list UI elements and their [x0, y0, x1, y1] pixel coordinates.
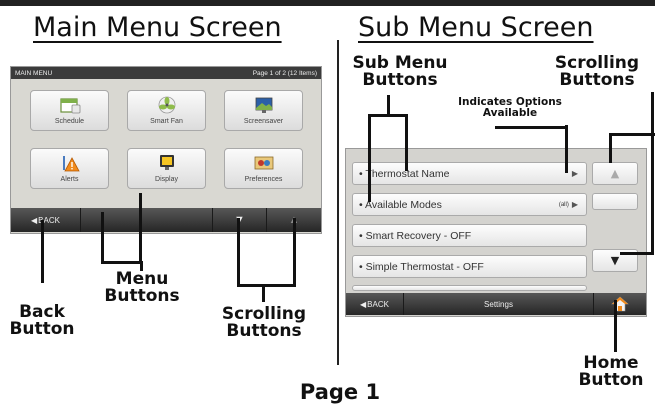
scroll-callout-line-right	[293, 218, 296, 286]
screensaver-button[interactable]: Screensaver	[224, 90, 303, 131]
scrolling-buttons-callout-main: Scrolling Buttons	[221, 304, 307, 341]
schedule-label: Schedule	[54, 118, 85, 125]
bar-spacer	[81, 208, 213, 232]
back-callout-line	[41, 220, 44, 283]
sub-back-button[interactable]: ◀ BACK	[346, 293, 404, 315]
display-icon	[159, 155, 174, 170]
sub-btn-callout-line-right	[405, 114, 408, 171]
main-screen-title: MAIN MENU	[15, 69, 53, 77]
display-label: Display	[155, 176, 178, 183]
menu-callout-stem	[140, 261, 143, 271]
page-number: Page 1	[299, 380, 381, 404]
sub-menu-heading: Sub Menu Screen	[358, 12, 594, 43]
sub-scroll-callout-left-top	[609, 133, 612, 163]
back-button-callout: Back Button	[9, 302, 75, 339]
main-menu-screen: MAIN MENU Page 1 of 2 (12 Items) Schedul…	[10, 66, 322, 234]
sub-scroll-up-button[interactable]: ▲	[592, 162, 638, 185]
menu-callout-line-left	[101, 212, 104, 263]
indicates-options-callout: Indicates Options Available	[458, 96, 562, 119]
top-rule	[0, 0, 655, 6]
alerts-label: Alerts	[60, 176, 79, 183]
sub-item-simple-thermostat[interactable]: • Simple Thermostat - OFF	[352, 255, 587, 278]
scroll-callout-stem	[262, 284, 265, 302]
options-callout-hline	[495, 126, 567, 129]
sub-item-thermostat-name[interactable]: • Thermostat Name ▶	[352, 162, 587, 185]
down-triangle-icon: ▼	[610, 254, 620, 267]
column-divider	[337, 40, 339, 365]
display-button[interactable]: Display	[127, 148, 206, 189]
right-arrow-icon: ▶	[571, 169, 578, 178]
menu-callout-bracket	[101, 261, 142, 264]
sub-btn-callout-line-left	[368, 114, 371, 202]
up-triangle-icon: ▲	[610, 167, 620, 180]
sub-scroll-callout-bottom	[620, 252, 654, 255]
preferences-button[interactable]: Preferences	[224, 148, 303, 189]
sub-bottom-bar: ◀ BACK Settings	[346, 293, 646, 315]
sub-item-label: • Thermostat Name	[359, 167, 450, 180]
options-badge: (all)	[558, 201, 569, 208]
back-label: BACK	[38, 215, 60, 225]
back-arrow-icon: ◀	[31, 215, 38, 225]
preferences-icon	[254, 156, 273, 170]
sub-item-smart-recovery[interactable]: • Smart Recovery - OFF	[352, 224, 587, 247]
sub-btn-callout-stem	[387, 95, 390, 115]
sub-item-label: • Smart Recovery - OFF	[359, 229, 472, 242]
scroll-callout-line-left	[237, 218, 240, 286]
page-indicator: Page 1 of 2 (12 Items)	[252, 69, 317, 77]
alerts-button[interactable]: Alerts	[30, 148, 109, 189]
sub-menu-screen: • Thermostat Name ▶ • Available Modes (a…	[345, 148, 647, 317]
smart-fan-button[interactable]: Smart Fan	[127, 90, 206, 131]
options-callout-line	[565, 125, 568, 173]
home-callout-line	[614, 300, 617, 352]
screensaver-label: Screensaver	[243, 118, 284, 125]
sub-item-partial[interactable]	[352, 285, 587, 291]
scroll-callout-bracket	[237, 284, 296, 287]
sub-back-label: BACK	[367, 299, 389, 309]
sub-scroll-track[interactable]	[592, 193, 638, 210]
alert-icon	[62, 156, 80, 172]
smart-fan-label: Smart Fan	[150, 118, 183, 125]
sub-menu-buttons-callout: Sub Menu Buttons	[352, 53, 448, 90]
right-arrow-icon: ▶	[571, 200, 578, 209]
main-bottom-bar: ◀ BACK ▼ ▲	[11, 208, 321, 232]
sub-item-available-modes[interactable]: • Available Modes (all) ▶	[352, 193, 587, 216]
sub-item-label: • Simple Thermostat - OFF	[359, 260, 484, 273]
screensaver-icon	[255, 97, 272, 113]
sub-footer-title: Settings	[404, 293, 594, 315]
scroll-down-button[interactable]: ▼	[213, 208, 267, 232]
sub-btn-callout-bracket	[368, 114, 407, 117]
back-button[interactable]: ◀ BACK	[11, 208, 81, 232]
back-arrow-icon: ◀	[360, 299, 367, 309]
menu-callout-line-right	[139, 193, 142, 263]
home-button-callout: Home Button	[578, 353, 644, 390]
home-button[interactable]	[594, 293, 646, 315]
calendar-icon	[59, 98, 80, 114]
menu-buttons-callout: Menu Buttons	[104, 269, 180, 306]
preferences-label: Preferences	[244, 176, 283, 183]
scrolling-buttons-callout-sub: Scrolling Buttons	[554, 53, 640, 90]
sub-item-label: • Available Modes	[359, 198, 442, 211]
main-menu-heading: Main Menu Screen	[33, 12, 282, 43]
main-screen-header: MAIN MENU Page 1 of 2 (12 Items)	[11, 67, 321, 79]
fan-icon	[158, 96, 175, 114]
schedule-button[interactable]: Schedule	[30, 90, 109, 131]
sub-scroll-callout-top	[609, 133, 655, 136]
sub-scroll-callout-right	[651, 92, 654, 254]
